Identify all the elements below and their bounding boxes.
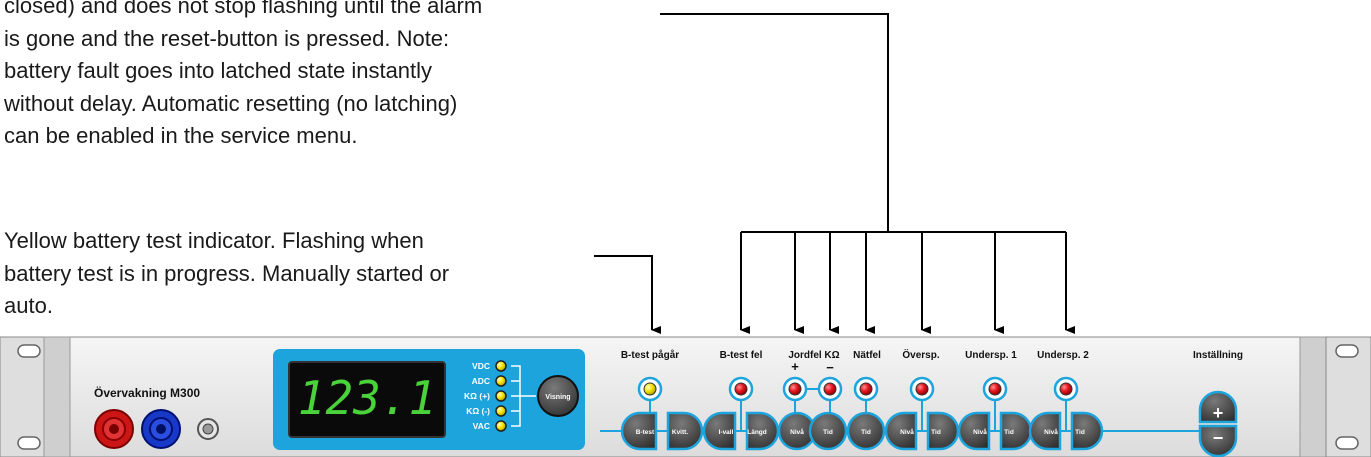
langd-button[interactable] xyxy=(745,411,780,451)
ivall-label: I-vall xyxy=(719,429,734,436)
btest-label: B-test xyxy=(636,429,655,436)
mount-slot xyxy=(17,436,41,450)
niva-oversp-button[interactable] xyxy=(884,411,918,451)
led-oversp xyxy=(915,382,929,396)
led-kohm-plus xyxy=(495,390,507,402)
tid-label: Tid xyxy=(823,429,833,436)
group-label-oversp: Översp. xyxy=(902,348,939,361)
tid-undersp2-button[interactable] xyxy=(1070,411,1104,451)
niva-undersp2-button[interactable] xyxy=(1028,411,1062,451)
mount-slot xyxy=(1335,344,1359,358)
measurement-jacks[interactable] xyxy=(94,409,219,449)
niva-undersp1-button[interactable] xyxy=(957,411,991,451)
led-undersp1 xyxy=(988,382,1002,396)
led-undersp2 xyxy=(1059,382,1073,396)
led-jordfel-minus xyxy=(823,382,837,396)
display-value: 123.1 xyxy=(298,371,436,425)
led-vac xyxy=(495,420,507,432)
battery-test-description-text: Yellow battery test indicator. Flashing … xyxy=(4,225,449,323)
minus-icon: − xyxy=(1213,428,1224,448)
tid-label: Tid xyxy=(1075,429,1085,436)
led-vdc xyxy=(495,360,507,372)
device-name: Övervakning M300 xyxy=(94,385,200,400)
kvitt-button[interactable] xyxy=(666,411,704,451)
label-vac: VAC xyxy=(473,421,490,431)
label-kohm-plus: KΩ (+) xyxy=(464,391,490,401)
mount-slot xyxy=(17,344,41,358)
group-label-jordfel: Jordfel KΩ xyxy=(788,350,839,361)
alarm-description-text: closed) and does not stop flashing until… xyxy=(4,0,482,153)
led-natfel xyxy=(859,382,873,396)
text-line: can be enabled in the service menu. xyxy=(4,123,358,148)
mount-slot xyxy=(1335,436,1359,450)
text-line: battery fault goes into latched state in… xyxy=(4,58,433,83)
led-btest-fel xyxy=(734,382,748,396)
group-label-undersp2: Undersp. 2 xyxy=(1037,350,1089,361)
tid-label: Tid xyxy=(1004,429,1014,436)
tid-jordfel-button[interactable] xyxy=(808,411,848,451)
niva-label: Nivå xyxy=(790,428,804,436)
plus-sign: + xyxy=(791,359,799,374)
group-label-btest-pagar: B-test pågår xyxy=(621,349,679,361)
group-label-installning: Inställning xyxy=(1193,350,1243,361)
tid-label: Tid xyxy=(931,429,941,436)
callout-line-alarm xyxy=(660,13,889,232)
btest-button[interactable] xyxy=(620,411,658,451)
text-line: Yellow battery test indicator. Flashing … xyxy=(4,228,424,253)
tid-natfel-button[interactable] xyxy=(846,411,886,451)
group-label-natfel: Nätfel xyxy=(853,350,881,361)
visning-label: Visning xyxy=(545,394,570,401)
plus-icon: + xyxy=(1213,403,1224,423)
label-adc: ADC xyxy=(472,376,490,386)
led-kohm-minus xyxy=(495,405,507,417)
niva-label: Nivå xyxy=(900,428,914,436)
niva-label: Nivå xyxy=(973,428,987,436)
seven-segment-display xyxy=(288,361,446,438)
ivall-button[interactable] xyxy=(702,411,737,451)
label-vdc: VDC xyxy=(472,361,490,371)
led-jordfel-plus xyxy=(788,382,802,396)
kvitt-label: Kvitt. xyxy=(672,429,688,436)
langd-label: Längd xyxy=(747,429,767,436)
niva-label: Nivå xyxy=(1044,428,1058,436)
rack-ear-right xyxy=(1299,336,1371,457)
text-line: auto. xyxy=(4,293,53,318)
visning-button[interactable] xyxy=(537,375,579,417)
group-label-undersp1: Undersp. 1 xyxy=(965,350,1017,361)
tid-label: Tid xyxy=(861,429,871,436)
text-line: closed) and does not stop flashing until… xyxy=(4,0,483,18)
led-adc xyxy=(495,375,507,387)
minus-sign: − xyxy=(826,360,834,375)
text-line: battery test is in progress. Manually st… xyxy=(4,260,450,286)
decrease-button[interactable] xyxy=(1198,424,1238,457)
group-label-btest-fel: B-test fel xyxy=(720,350,763,361)
installning-rocker[interactable]: + − xyxy=(1198,390,1238,457)
text-line: without delay. Automatic resetting (no l… xyxy=(4,90,458,116)
callout-line-btest xyxy=(594,255,661,334)
increase-button[interactable] xyxy=(1198,390,1238,424)
rack-ear-left xyxy=(0,336,71,457)
led-btest-pagar xyxy=(643,382,657,396)
label-kohm-minus: KΩ (-) xyxy=(466,406,490,416)
text-line: is gone and the reset-button is pressed.… xyxy=(4,25,450,51)
